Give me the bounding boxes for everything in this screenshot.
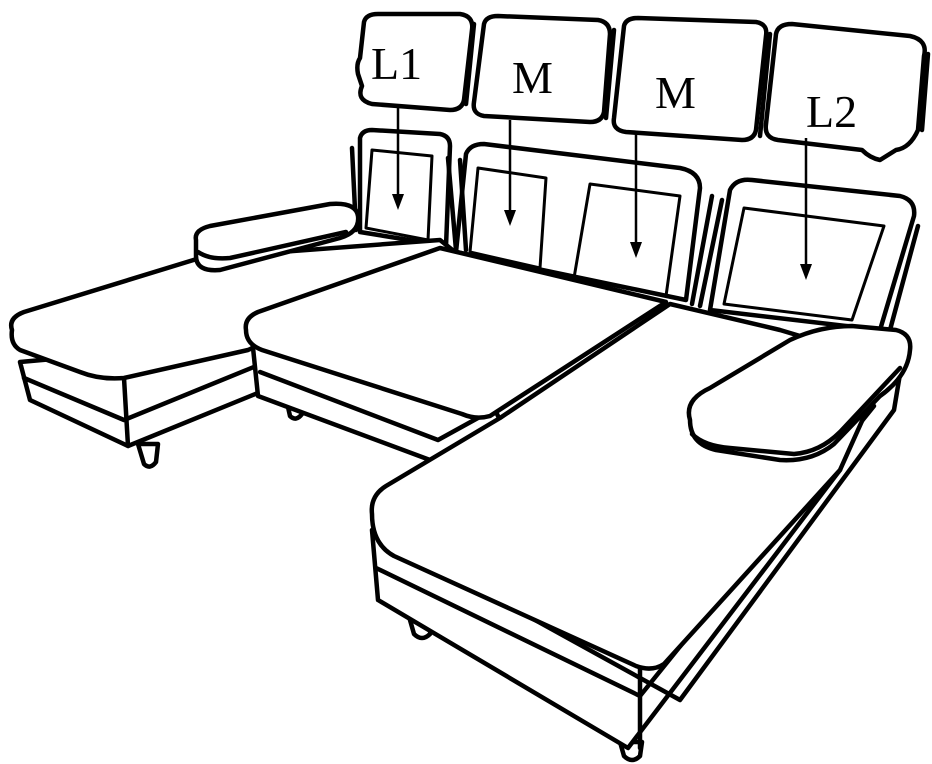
label-m-left: M <box>512 52 553 103</box>
leg-left-front <box>138 444 158 467</box>
label-m-right: M <box>655 67 696 118</box>
label-l1: L1 <box>371 38 422 89</box>
label-l2: L2 <box>806 86 857 137</box>
